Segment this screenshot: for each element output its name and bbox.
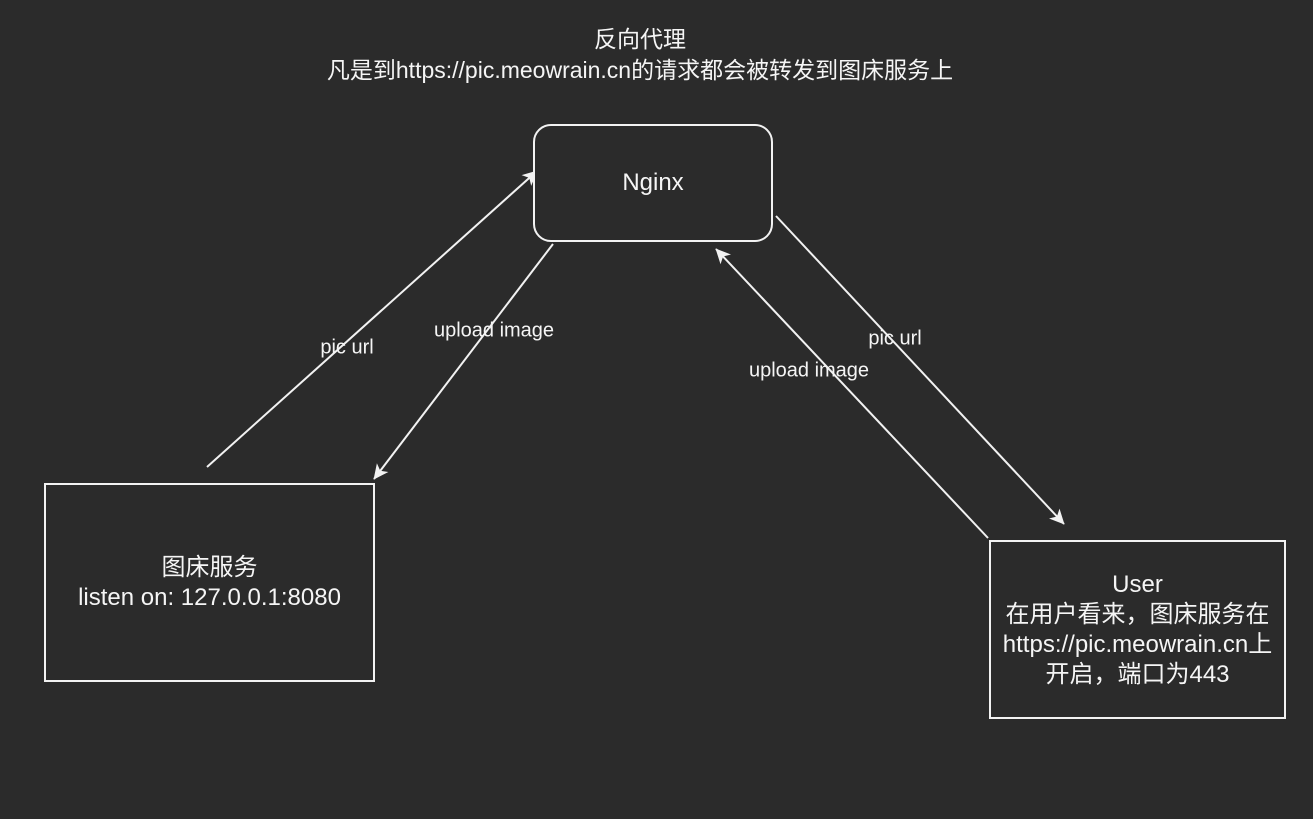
user-desc-line-1: 在用户看来，图床服务在 (1005, 600, 1270, 628)
user-desc-line-2: https://pic.meowrain.cn上 (1002, 630, 1273, 658)
edge-pic-url-left (206, 170, 538, 468)
image-host-title: 图床服务 (161, 553, 258, 581)
node-nginx-label: Nginx (622, 169, 684, 196)
diagram-title: 反向代理 凡是到https://pic.meowrain.cn的请求都会被转发到… (0, 24, 1280, 86)
edge-upload-image-right (715, 248, 989, 539)
edge-pic-url-right (775, 215, 1065, 525)
user-desc-line-3: 开启，端口为443 (1045, 660, 1230, 688)
title-line-2: 凡是到https://pic.meowrain.cn的请求都会被转发到图床服务上 (326, 57, 954, 83)
node-user[interactable]: User 在用户看来，图床服务在 https://pic.meowrain.cn… (989, 540, 1286, 719)
user-title: User (1112, 570, 1163, 598)
image-host-listen-address: listen on: 127.0.0.1:8080 (78, 583, 341, 611)
edge-label-pic-url-right: pic url (868, 327, 922, 350)
edge-label-upload-image-right: upload image (748, 359, 870, 382)
edge-label-upload-image-left: upload image (433, 319, 555, 342)
edge-upload-image-left (373, 243, 554, 480)
node-image-host-service[interactable]: 图床服务 listen on: 127.0.0.1:8080 (44, 483, 375, 682)
edge-label-pic-url-left: pic url (320, 336, 374, 359)
title-line-1: 反向代理 (594, 26, 686, 52)
node-nginx[interactable]: Nginx (533, 124, 773, 242)
